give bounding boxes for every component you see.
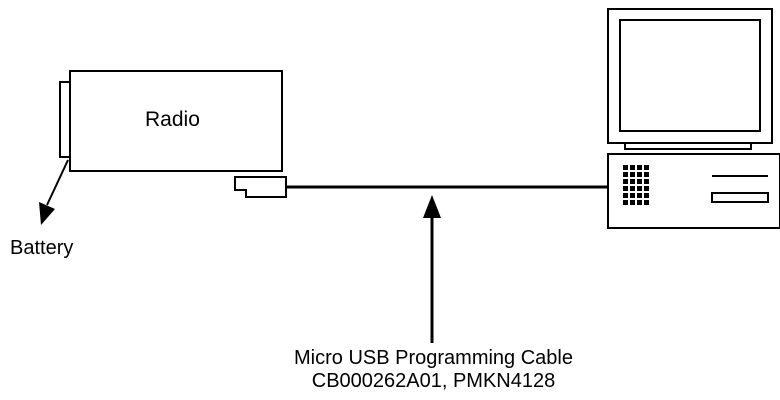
cable-name-label: Micro USB Programming Cable (294, 347, 573, 369)
arrow-up-icon (423, 195, 441, 343)
battery-icon (59, 81, 71, 158)
radio-icon (69, 70, 283, 172)
battery-label: Battery (10, 237, 74, 259)
cable-caption: Micro USB Programming Cable CB000262A01,… (271, 347, 596, 393)
desktop-computer-icon (607, 8, 780, 229)
radio-label: Radio (145, 108, 200, 131)
keypad-icon (623, 165, 649, 205)
usb-connector-icon (234, 176, 287, 198)
battery-pointer-arrow (39, 159, 69, 225)
cable-part-numbers-label: CB000262A01, PMKN4128 (311, 370, 556, 392)
